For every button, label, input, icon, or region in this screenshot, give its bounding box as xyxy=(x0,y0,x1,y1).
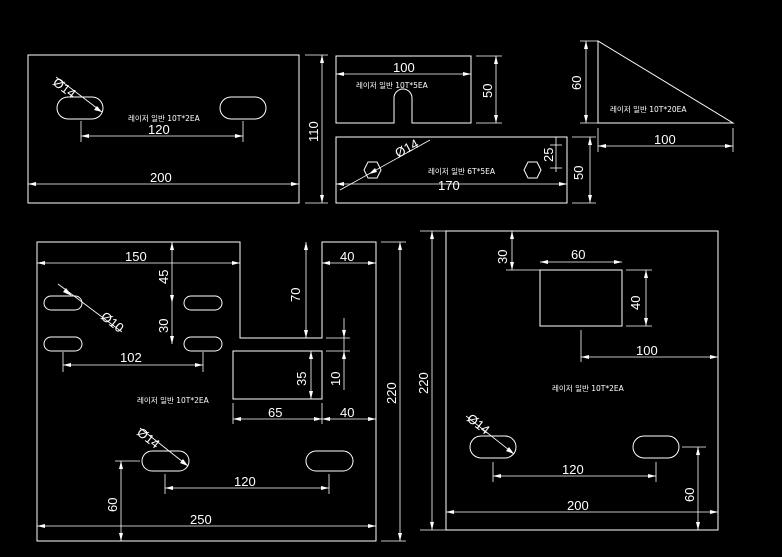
plate-e-pocket-h: 35 xyxy=(294,372,309,386)
plate-f: 30 60 40 100 레이저 일반 10T*2EA Ø14 120 xyxy=(416,230,719,531)
plate-c: Ø14 레이저 일반 6T*5EA 170 25 50 xyxy=(335,136,596,204)
plate-b-outline xyxy=(335,55,472,124)
plate-e: 150 40 70 45 30 Ø10 102 35 xyxy=(36,241,406,542)
plate-f-window xyxy=(539,269,623,327)
plate-e-bottom-y: 60 xyxy=(105,498,120,512)
plate-a-slot-left xyxy=(56,96,104,120)
plate-e-slot-5 xyxy=(141,450,190,472)
plate-f-note: 레이저 일반 10T*2EA xyxy=(552,383,625,393)
plate-e-note: 레이저 일반 10T*2EA xyxy=(137,395,210,405)
plate-b-note: 레이저 일반 10T*5EA xyxy=(356,80,429,90)
plate-b-height: 50 xyxy=(480,84,495,98)
plate-a-height: 110 xyxy=(306,121,321,142)
plate-e-slot-4 xyxy=(183,336,223,352)
plate-f-win-w: 60 xyxy=(571,247,585,262)
plate-e-slot-6 xyxy=(305,450,354,472)
plate-c-hole-dia: Ø14 xyxy=(392,136,421,161)
plate-e-top-left: 150 xyxy=(125,249,147,264)
plate-b-width: 100 xyxy=(393,60,415,75)
plate-f-height: 220 xyxy=(416,372,431,394)
plate-a-slot-right xyxy=(219,96,267,120)
plate-e-pocket xyxy=(232,350,323,400)
plate-e-width: 250 xyxy=(190,512,212,527)
plate-f-win-right: 100 xyxy=(636,343,658,358)
plate-f-win-top: 30 xyxy=(495,250,510,264)
plate-c-hole-size: 25 xyxy=(541,148,556,162)
plate-e-outline xyxy=(36,241,377,542)
plate-c-outline xyxy=(335,136,568,204)
plate-f-slot-y: 60 xyxy=(682,488,697,502)
plate-e-slot-2 xyxy=(43,336,83,352)
plate-e-pocket-w: 65 xyxy=(268,405,282,420)
plate-a-note: 레이저 일반 10T*2EA xyxy=(128,113,201,123)
plate-c-note: 레이저 일반 6T*5EA xyxy=(428,166,496,176)
plate-d-height: 60 xyxy=(569,76,584,90)
plate-e-notch-depth: 70 xyxy=(288,288,303,302)
plate-c-height: 50 xyxy=(571,166,586,180)
plate-d: 60 레이저 일반 10T*20EA 100 xyxy=(569,40,735,152)
plate-a-width: 200 xyxy=(150,170,172,185)
plate-f-outline xyxy=(445,230,719,531)
plate-e-pocket-offset: 10 xyxy=(328,372,343,386)
plate-e-slot-dia: Ø10 xyxy=(98,309,127,336)
plate-e-slot-3 xyxy=(183,295,223,311)
plate-d-outline xyxy=(597,40,735,124)
plate-e-hole-dia: Ø14 xyxy=(134,425,163,452)
plate-f-slot-right xyxy=(632,435,680,459)
plate-a: Ø14 레이저 일반 10T*2EA 120 200 110 xyxy=(27,54,328,204)
plate-e-slot-y: 45 xyxy=(156,270,171,284)
plate-f-slot-pitch: 120 xyxy=(562,462,584,477)
plate-e-height: 220 xyxy=(384,382,399,404)
plate-c-width: 170 xyxy=(438,178,460,193)
plate-e-bottom-pitch: 120 xyxy=(234,474,256,489)
plate-c-hex-hole-left xyxy=(363,161,382,179)
plate-a-slot-pitch: 120 xyxy=(148,122,170,137)
plate-f-width: 200 xyxy=(567,498,589,513)
plate-e-slot-1 xyxy=(43,295,83,311)
plate-e-pocket-side: 40 xyxy=(340,405,354,420)
plate-b: 100 레이저 일반 10T*5EA 50 xyxy=(335,55,502,124)
plate-e-slot-gap: 30 xyxy=(156,319,171,333)
plate-e-slot-pitch: 102 xyxy=(120,350,142,365)
plate-f-slot-left xyxy=(469,435,517,459)
plate-a-outline xyxy=(27,54,300,204)
plate-c-hex-hole-right xyxy=(523,161,542,179)
plate-d-note: 레이저 일반 10T*20EA xyxy=(610,104,687,114)
plate-e-top-right: 40 xyxy=(340,249,354,264)
plate-d-width: 100 xyxy=(654,132,676,147)
plate-f-win-h: 40 xyxy=(628,296,643,310)
